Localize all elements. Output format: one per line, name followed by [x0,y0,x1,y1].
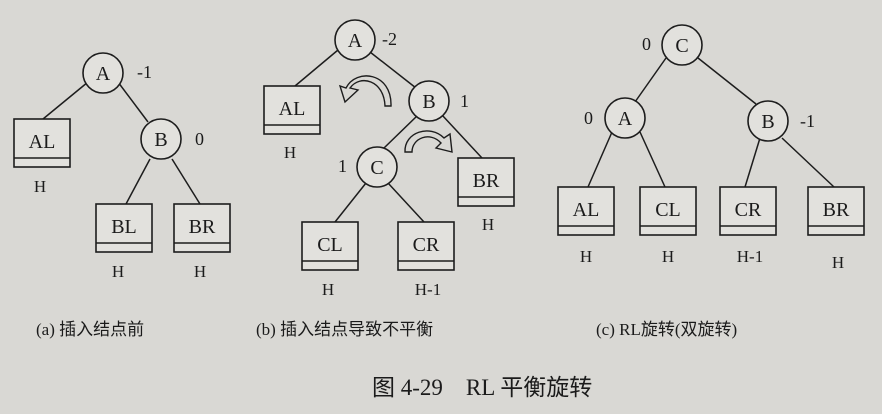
edge-a-A-B [117,81,149,123]
figure-caption: 图 4-29 RL 平衡旋转 [372,375,592,400]
edge-a-B-BL [125,158,151,205]
node-c-B [747,100,789,142]
height-b-CR: H-1 [415,280,441,299]
caption-a: (a) 插入结点前 [36,320,144,339]
height-c-BR: H [832,253,844,272]
height-b-BR: H [482,215,494,234]
edge-c-B-CR [744,137,761,188]
subtree-c-AL-label: AL [573,199,600,221]
edge-c-B-BR [781,137,835,188]
height-c-CL: H [662,247,674,266]
edge-b-A-B [369,51,417,89]
subtree-b-CR [397,221,455,271]
subtree-c-CR-label: CR [735,199,762,221]
edge-c-A-AL [587,131,613,188]
height-b-CL: H [322,280,334,299]
subtree-c-CL [639,186,697,236]
caption-b: (b) 插入结点导致不平衡 [256,320,433,339]
panel-b: A -2 B 1 C 1 AL H BR H CL H CR H-1 (b) 插… [256,19,515,339]
node-a-B [140,118,182,160]
balance-b-B: 1 [460,91,469,111]
node-c-B-label: B [761,111,774,133]
node-c-A-label: A [618,108,633,130]
subtree-a-BR [173,203,231,253]
node-a-A-label: A [96,63,111,85]
rotate-left-arrow-icon [338,75,392,107]
edge-c-C-B [697,57,757,105]
balance-c-C: 0 [642,34,651,54]
edge-b-B-C [383,114,419,149]
edge-b-C-CR [387,182,425,223]
edge-b-A-AL [294,49,339,87]
node-b-A [334,19,376,61]
subtree-c-AL [557,186,615,236]
edge-b-C-CL [334,182,367,223]
balance-c-B: -1 [800,111,815,131]
subtree-b-AL-label: AL [279,98,306,120]
balance-b-C: 1 [338,156,347,176]
edge-a-A-AL [42,81,89,120]
node-c-A [604,97,646,139]
subtree-b-AL [263,85,321,135]
rotate-right-arrow-icon [404,130,453,153]
height-c-CR: H-1 [737,247,763,266]
height-a-BR: H [194,262,206,281]
height-a-AL: H [34,177,46,196]
subtree-b-CR-label: CR [413,234,440,256]
height-a-BL: H [112,262,124,281]
subtree-a-AL [13,118,71,168]
subtree-b-CL-label: CL [317,234,343,256]
subtree-b-BR-label: BR [473,170,500,192]
subtree-a-BR-label: BR [189,216,216,238]
node-b-A-label: A [348,30,363,52]
subtree-a-AL-label: AL [29,131,56,153]
balance-a-A: -1 [137,62,152,82]
node-b-C-label: C [370,157,383,179]
node-a-B-label: B [154,129,167,151]
balance-a-B: 0 [195,129,204,149]
panel-a: A -1 B 0 AL H BL H BR H (a) 插入结点前 [13,52,231,339]
subtree-c-BR-label: BR [823,199,850,221]
node-a-A [82,52,124,94]
subtree-c-CR [719,186,777,236]
node-b-B [408,80,450,122]
node-b-C [356,146,398,188]
height-b-AL: H [284,143,296,162]
edge-b-B-BR [441,114,483,159]
node-c-C [661,24,703,66]
subtree-a-BL [95,203,153,253]
balance-b-A: -2 [382,29,397,49]
edge-c-A-CL [639,131,666,188]
height-c-AL: H [580,247,592,266]
subtree-c-BR [807,186,865,236]
node-c-C-label: C [675,35,688,57]
subtree-a-BL-label: BL [111,216,137,238]
edge-a-B-BR [171,158,201,205]
subtree-c-CL-label: CL [655,199,681,221]
panel-c: C 0 A 0 B -1 AL H CL H CR H-1 BR H (c) R… [557,24,865,339]
subtree-b-CL [301,221,359,271]
edge-c-C-A [634,57,667,103]
subtree-b-BR [457,157,515,207]
balance-c-A: 0 [584,108,593,128]
node-b-B-label: B [422,91,435,113]
caption-c: (c) RL旋转(双旋转) [596,320,737,339]
